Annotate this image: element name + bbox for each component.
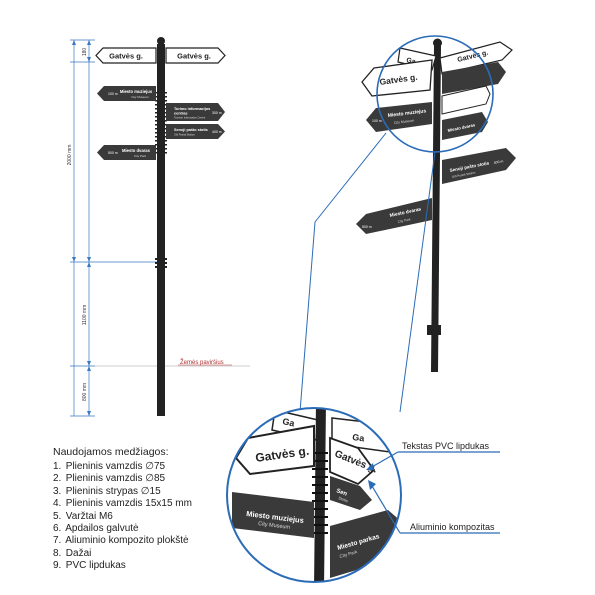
zoom-back-right-text: Ga [352, 432, 366, 444]
front-finial [157, 37, 165, 45]
front-street-right-text: Gatvės g. [177, 52, 211, 61]
material-item: 5. Varžtai M6 [53, 510, 113, 522]
front-station-dist: 400 m [212, 130, 222, 134]
persp-museum-dist: 100 m [372, 119, 382, 123]
material-item: 2. Plieninis vamzdis ∅85 [53, 473, 166, 485]
callout-pvc-line [369, 451, 399, 469]
persp-back-left-text: Ga [406, 57, 417, 66]
front-park-en: City Park [134, 154, 147, 158]
front-view: 180 2000 mm 1100 mm 800 mm Žemės pavirši… [67, 37, 250, 417]
detail-zoom: Ga Ga Gatvės g. Gatvės g. Sen [226, 407, 500, 583]
persp-museum-en: City Museum [394, 119, 415, 125]
zoom-right-street-sign [329, 436, 376, 486]
front-station-en: Old Postal Station [174, 133, 195, 137]
front-tourism-dist: 300 m [212, 111, 222, 115]
front-tourism-line1: Turimo informacijos [174, 107, 210, 111]
zoom-station-sign [330, 476, 372, 510]
material-item: 6. Apdailos galvutė [53, 523, 139, 535]
dim-top-label: 180 [82, 48, 88, 57]
dim-middle-label: 1100 mm [82, 305, 88, 325]
dimension-arrows [72, 40, 91, 416]
persp-museum-text: Miesto muziejus [388, 108, 427, 119]
dim-bottom-label: 800 mm [82, 383, 88, 401]
material-item: 9. PVC lipdukas [53, 560, 126, 572]
material-item: 4. Plieninis vamzdis 15x15 mm [53, 498, 192, 510]
persp-right-sign-3-text: Miesto dvaras [447, 122, 476, 133]
zoom-station-en: Stotis [338, 495, 349, 503]
persp-park-dist: 500 m [362, 225, 372, 229]
front-park-sign [97, 145, 156, 160]
front-museum-dist: 100 m [108, 92, 118, 96]
front-museum-sign [97, 86, 156, 101]
zoom-station-text: Sen [335, 488, 348, 498]
persp-museum-sign [366, 102, 432, 132]
zoom-back-left-text: Ga [282, 416, 297, 428]
ground-label: Žemės paviršius [180, 358, 224, 366]
persp-station-dist: 400 m [493, 159, 503, 165]
front-tourism-sign [166, 103, 225, 121]
front-park-text: Miesto dvaras [122, 148, 151, 153]
material-item: 1. Plieninis vamzdis ∅75 [53, 461, 166, 472]
material-item: 3. Plieninis strypas ∅15 [53, 485, 161, 497]
zoom-museum-sign [232, 492, 314, 538]
persp-park-sign [356, 198, 432, 234]
materials-title: Naudojamos medžiagos: [53, 446, 169, 458]
front-pole [157, 44, 165, 416]
front-museum-en: City Museum [131, 95, 149, 99]
front-street-left-text: Gatvės g. [109, 52, 143, 61]
materials-legend: Naudojamos medžiagos: 1. Plieninis vamzd… [53, 446, 253, 573]
material-item: 8. Dažai [53, 547, 92, 559]
front-tourism-line2: centras [174, 112, 188, 116]
persp-station-sign [442, 148, 516, 184]
front-station-sign [166, 124, 225, 139]
persp-station-en: Old Postal Station [451, 170, 476, 179]
persp-right-sign-3 [442, 112, 488, 140]
persp-park-en: City Park [397, 217, 411, 224]
front-tourism-en: Tourism Information Centre [174, 116, 206, 120]
zoom-pole [314, 408, 326, 582]
front-street-sign-right [165, 47, 226, 64]
callout-pvc-text: Tekstas PVC lipdukas [402, 441, 490, 451]
detail-zoom-circle [226, 407, 402, 583]
dim-total-label: 2000 mm [67, 145, 73, 166]
zoom-connector-left [314, 132, 387, 223]
persp-right-sign-1 [442, 62, 506, 94]
front-park-dist: 500 m [108, 151, 118, 155]
persp-pole [431, 46, 441, 372]
material-item: 7. Aliuminio kompozito plokštė [53, 535, 189, 547]
persp-street-sign [361, 59, 433, 97]
perspective-view: Ga Gatvės g. Gatvės g. 100 m Miesto muzi… [299, 35, 516, 413]
persp-finial [433, 38, 442, 48]
materials-list: 1. Plieninis vamzdis ∅75 2. Plieninis va… [53, 461, 253, 573]
front-museum-text: Miesto muziejus [120, 89, 153, 94]
persp-back-sign-right [439, 41, 513, 75]
zoom-connector-right [399, 151, 436, 413]
front-street-sign-left [95, 47, 157, 64]
front-station-text: Senoji pašto stotis [174, 128, 208, 132]
zoom-park-en: City Park [339, 549, 359, 559]
zoom-museum-en: City Museum [258, 521, 291, 531]
callout-aluminium-line [371, 485, 401, 534]
dimension-lines [70, 39, 160, 417]
callout-aluminium-text: Aliuminio kompozitas [410, 522, 495, 532]
persp-right-sign-2 [441, 85, 491, 115]
